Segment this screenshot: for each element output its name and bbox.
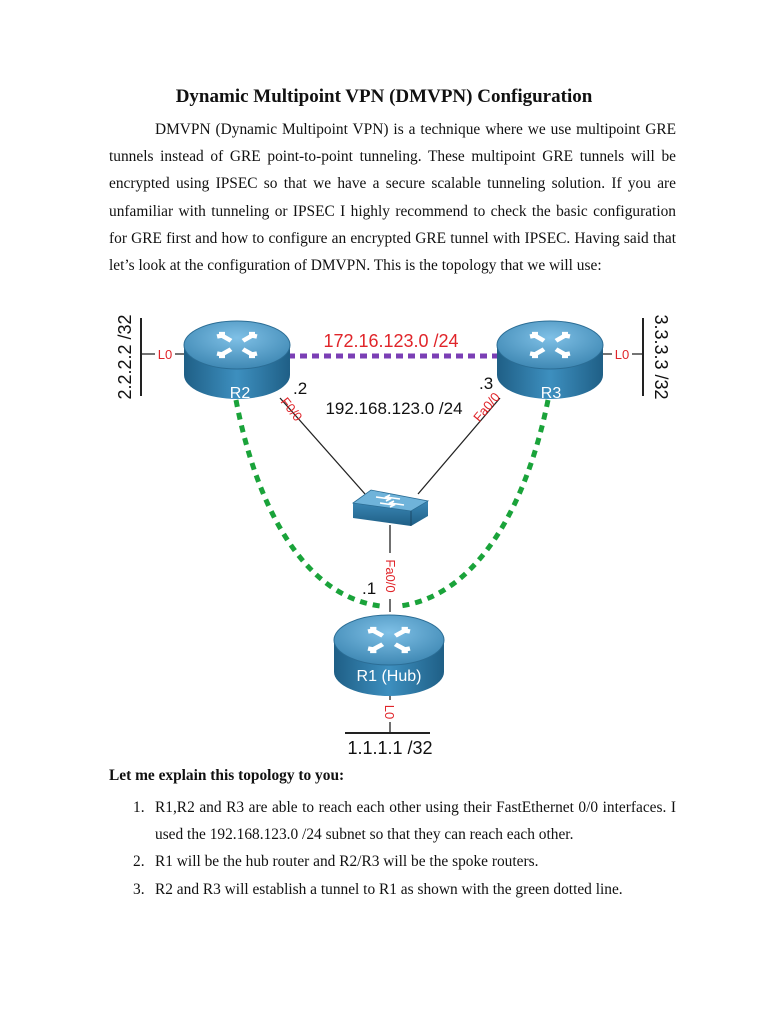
list-item-number: 1. (133, 799, 145, 816)
page-title: Dynamic Multipoint VPN (DMVPN) Configura… (175, 86, 593, 107)
explain-heading: Let me explain this topology to you: (109, 767, 345, 784)
lan-network-label: 192.168.123.0 /24 (325, 399, 462, 418)
list-item: 2. R1 will be the hub router and R2/R3 w… (109, 848, 676, 875)
host-id-r3: .3 (479, 374, 493, 393)
router-r3-label: R3 (541, 385, 562, 402)
list-item-text: R1 will be the hub router and R2/R3 will… (155, 853, 539, 871)
link-r2-switch (279, 397, 366, 495)
router-r1-hub: R1 (Hub) (333, 614, 445, 696)
loopback-r3-address: 3.3.3.3 /32 (651, 314, 671, 399)
loopback-r1-address: 1.1.1.1 /32 (347, 738, 432, 758)
link-r3-switch (417, 397, 501, 495)
network-topology-diagram: L0 2.2.2.2 /32 L0 3.3.3.3 /32 L0 1.1.1.1… (115, 314, 671, 758)
list-item-text: R1,R2 and R3 are able to reach each othe… (155, 799, 676, 844)
tunnel-r2-r1 (233, 399, 381, 609)
explanation-list: 1. R1,R2 and R3 are able to reach each o… (109, 794, 676, 903)
router-r2-label: R2 (230, 385, 251, 402)
router-r2: R2 (183, 320, 291, 402)
list-item: 3. R2 and R3 will establish a tunnel to … (109, 876, 676, 903)
list-item: 1. R1,R2 and R3 are able to reach each o… (109, 794, 676, 848)
router-icon (496, 320, 604, 399)
router-r1-label: R1 (Hub) (357, 668, 422, 685)
switch-icon (351, 489, 430, 526)
loopback-r1-label: L0 (382, 705, 397, 719)
host-id-r1: .1 (362, 579, 376, 598)
interface-r2-label: F0/0 (278, 394, 306, 424)
loopback-r2-address: 2.2.2.2 /32 (115, 314, 135, 399)
interface-r3-label: Fa0/0 (470, 390, 503, 425)
router-icon (333, 614, 445, 696)
list-item-text: R2 and R3 will establish a tunnel to R1 … (155, 880, 623, 898)
intro-paragraph: DMVPN (Dynamic Multipoint VPN) is a tech… (109, 121, 676, 275)
loopback-r2-label: L0 (158, 347, 172, 362)
tunnel-network-label: 172.16.123.0 /24 (323, 331, 458, 351)
interface-r1-label: Fa0/0 (383, 559, 398, 592)
tunnel-r3-r1 (399, 399, 551, 609)
list-item-number: 2. (133, 853, 145, 871)
router-icon (183, 320, 291, 399)
list-item-number: 3. (133, 880, 145, 898)
loopback-r3-label: L0 (615, 347, 629, 362)
router-r3: R3 (496, 320, 604, 402)
host-id-r2: .2 (293, 379, 307, 398)
